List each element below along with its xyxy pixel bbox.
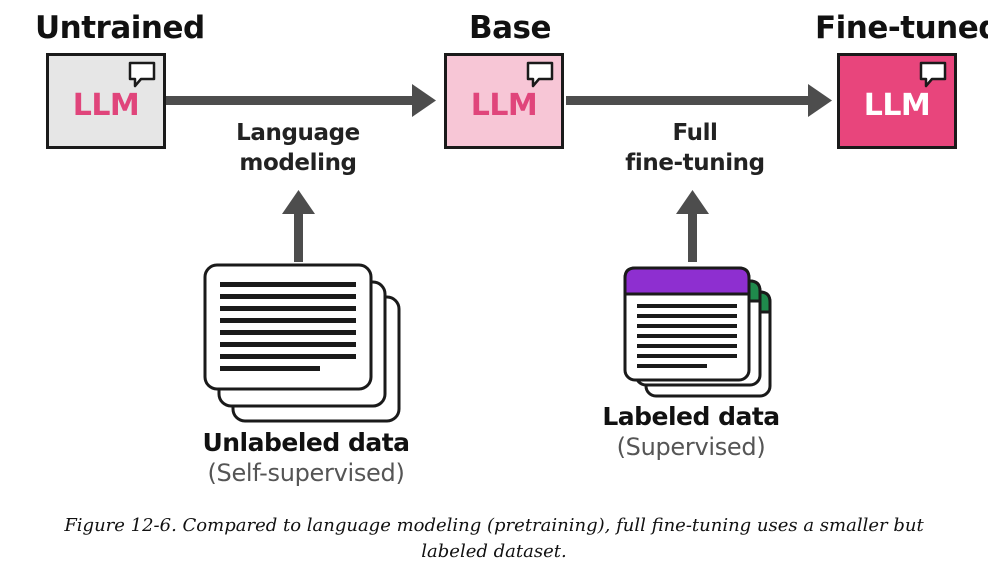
unlabeled-data-label: Unlabeled data (Self-supervised) bbox=[186, 428, 426, 488]
labeled-data-title: Labeled data bbox=[602, 402, 780, 431]
labeled-document-front bbox=[623, 266, 751, 382]
chat-bubble-icon bbox=[128, 61, 156, 88]
labeled-data-label: Labeled data (Supervised) bbox=[586, 402, 796, 462]
caption-line1: Figure 12-6. Compared to language modeli… bbox=[64, 515, 924, 536]
labeled-data-subtitle: (Supervised) bbox=[616, 433, 766, 461]
base-llm-label: LLM bbox=[470, 87, 538, 123]
full-fine-tuning-line1: Full bbox=[672, 120, 718, 146]
untrained-llm-label: LLM bbox=[72, 87, 140, 123]
caption-line2: labeled dataset. bbox=[421, 541, 567, 562]
unlabeled-document-stack bbox=[203, 263, 401, 423]
labeled-document-text-lines bbox=[637, 304, 737, 368]
base-llm-box: LLM bbox=[444, 53, 564, 149]
finetuned-llm-label: LLM bbox=[863, 87, 931, 123]
figure-caption: Figure 12-6. Compared to language modeli… bbox=[0, 513, 988, 565]
stage-title-finetuned: Fine-tuned bbox=[815, 10, 988, 46]
language-modeling-line1: Language bbox=[236, 120, 360, 146]
unlabeled-data-title: Unlabeled data bbox=[202, 428, 410, 457]
labeled-document-stack bbox=[623, 266, 772, 398]
arrow-labeled-up bbox=[676, 190, 709, 262]
arrow-untrained-to-base bbox=[166, 84, 436, 117]
diagram-canvas bbox=[166, 84, 832, 423]
full-fine-tuning-line2: fine-tuning bbox=[625, 150, 765, 176]
arrow-unlabeled-up bbox=[282, 190, 315, 262]
chat-bubble-icon bbox=[526, 61, 554, 88]
language-modeling-line2: modeling bbox=[239, 150, 357, 176]
step-label-language-modeling: Language modeling bbox=[208, 118, 388, 178]
unlabeled-data-subtitle: (Self-supervised) bbox=[207, 459, 405, 487]
stage-title-untrained: Untrained bbox=[35, 10, 205, 46]
arrow-base-to-finetuned bbox=[566, 84, 832, 117]
stage-title-base: Base bbox=[469, 10, 552, 46]
step-label-full-fine-tuning: Full fine-tuning bbox=[605, 118, 785, 178]
unlabeled-document-text-lines bbox=[220, 282, 356, 371]
finetuned-llm-box: LLM bbox=[837, 53, 957, 149]
untrained-llm-box: LLM bbox=[46, 53, 166, 149]
chat-bubble-icon bbox=[919, 61, 947, 88]
